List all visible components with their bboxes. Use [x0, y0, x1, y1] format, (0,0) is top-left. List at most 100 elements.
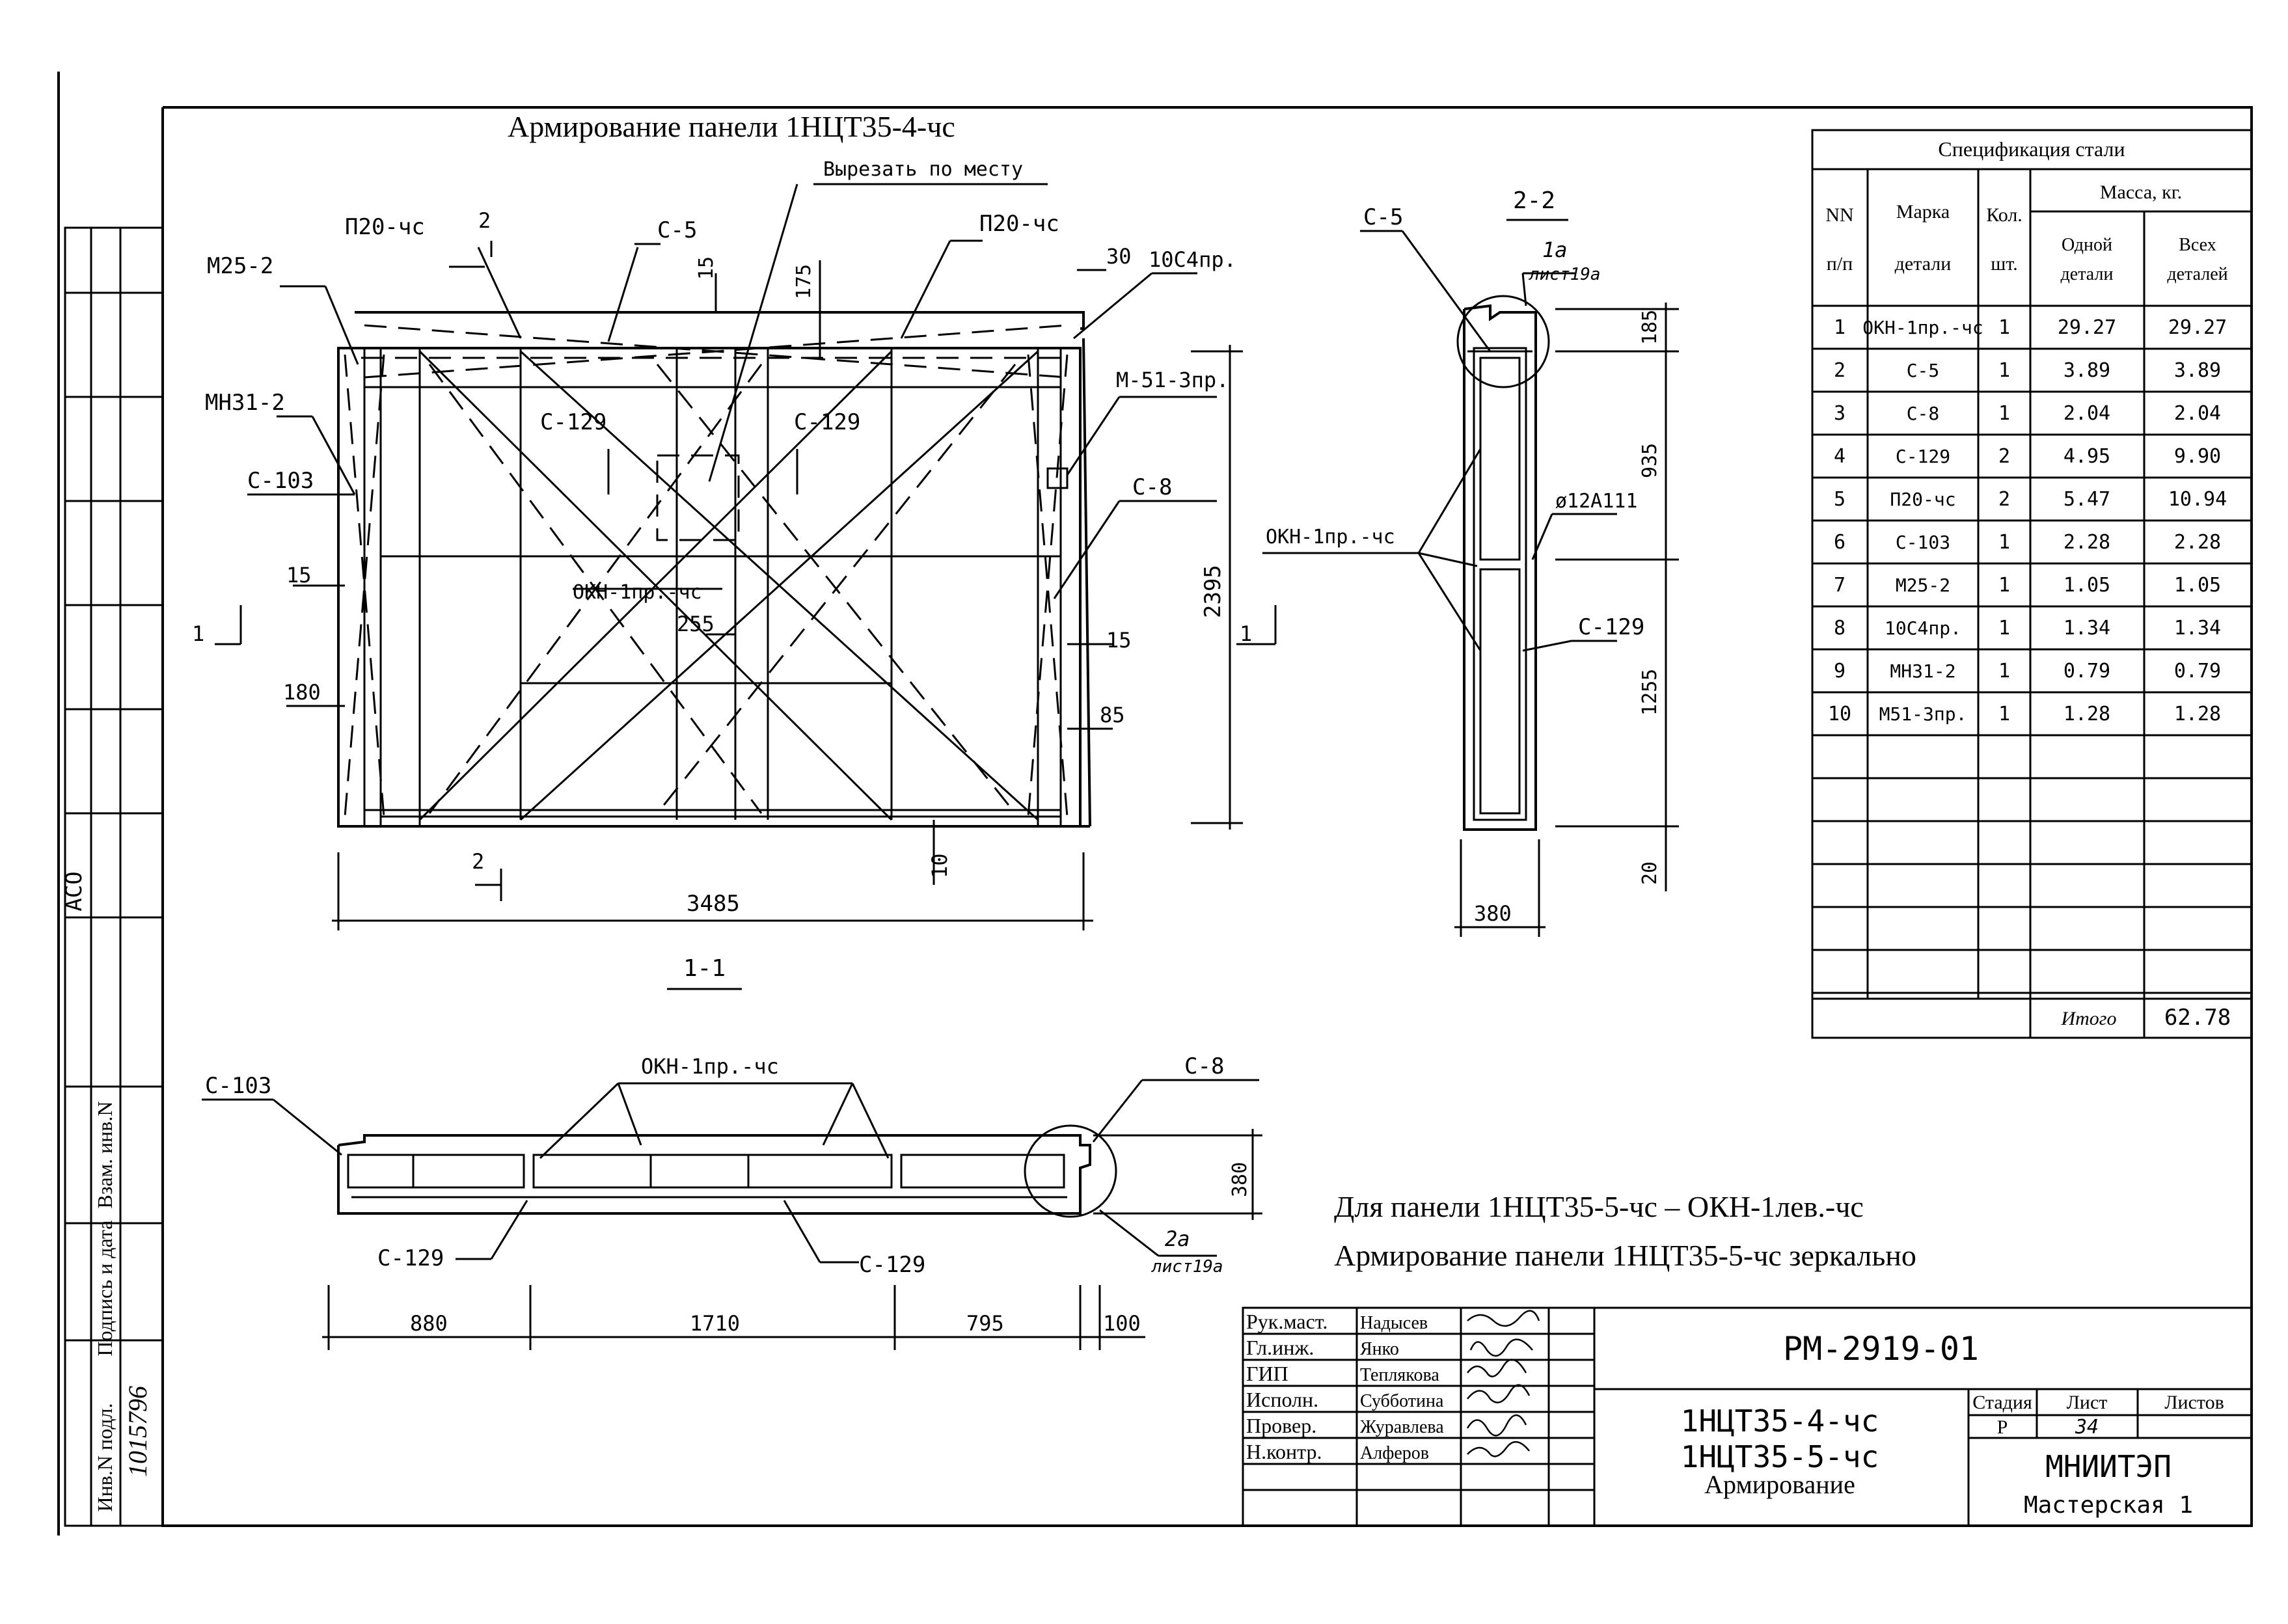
svg-text:2395: 2395 [1200, 565, 1226, 618]
spec-cell: 2 [1834, 359, 1845, 382]
svg-text:Кол.: Кол. [1986, 204, 2022, 226]
label-okn-elevation: ОКН-1пр.-чс [573, 581, 702, 604]
name-line-3: Армирование [1704, 1470, 1855, 1499]
label-s5: С-5 [657, 217, 697, 243]
svg-text:180: 180 [283, 680, 321, 705]
svg-text:3485: 3485 [687, 891, 740, 917]
spec-cell: ОКН-1пр.-чс [1862, 317, 1983, 338]
role-person: Янко [1360, 1339, 1399, 1359]
role-person: Надысев [1360, 1313, 1428, 1333]
side-stamp-replace: Взам. инв.N [93, 1102, 116, 1209]
spec-cell: 2.04 [2174, 402, 2221, 425]
svg-text:100: 100 [1103, 1311, 1141, 1336]
svg-text:880: 880 [410, 1311, 448, 1336]
spec-cell: 29.27 [2058, 316, 2116, 339]
svg-text:30: 30 [1106, 244, 1132, 269]
label-mn31: МН31-2 [205, 390, 285, 416]
spec-cell: 10.94 [2168, 488, 2227, 511]
section-2-2-labels: С-5 1а лист19а ОКН-1пр.-чс ø12А111 С-129… [1266, 204, 1661, 926]
spec-cell: 5.47 [2063, 488, 2110, 511]
sheet-frame [57, 72, 2253, 1536]
sheet-value: 34 [2075, 1416, 2099, 1439]
svg-text:деталей: деталей [2167, 264, 2227, 284]
svg-text:С-129: С-129 [377, 1245, 444, 1271]
spec-cell: 9.90 [2174, 445, 2221, 468]
role-title: Провер. [1246, 1414, 1316, 1437]
spec-cell: 0.79 [2174, 660, 2221, 683]
label-m51: М-51-3пр. [1116, 368, 1229, 392]
svg-text:10: 10 [927, 853, 952, 878]
section-1-1-labels: С-103 ОКН-1пр.-чс С-8 С-129 С-129 2а лис… [205, 1053, 1251, 1336]
spec-table [1811, 129, 2253, 1039]
svg-text:1: 1 [192, 621, 204, 646]
section-1-1-leaders [202, 1079, 1262, 1350]
spec-cell: 2.28 [2174, 531, 2221, 554]
svg-text:шт.: шт. [1991, 253, 2017, 275]
svg-text:795: 795 [966, 1311, 1004, 1336]
spec-cell: 1 [1998, 703, 2010, 725]
spec-cell: 5 [1834, 488, 1845, 511]
section-2-2-leaders [1262, 230, 1679, 937]
spec-cell: 1 [1998, 359, 2010, 382]
svg-text:лист19а: лист19а [1529, 265, 1601, 284]
label-s129-b: С-129 [794, 409, 860, 435]
spec-cell: 3 [1834, 402, 1845, 425]
spec-cell: 7 [1834, 574, 1845, 597]
spec-cell: 3.89 [2063, 359, 2110, 382]
role-person: Журавлева [1360, 1417, 1444, 1437]
svg-text:С-5: С-5 [1363, 204, 1403, 230]
svg-text:С-129: С-129 [1578, 614, 1644, 640]
label-10c4: 10С4пр. [1149, 247, 1236, 272]
spec-cell: 1 [1998, 402, 2010, 425]
spec-cell: 2 [1998, 445, 2010, 468]
spec-cell: 1 [1998, 316, 2010, 339]
section-2-2 [1456, 295, 1550, 831]
spec-cell: 4 [1834, 445, 1845, 468]
role-title: Рук.маст. [1246, 1310, 1328, 1333]
org-name: МНИИТЭП [2045, 1449, 2172, 1484]
svg-text:С-103: С-103 [205, 1073, 271, 1099]
section-1-1 [337, 1124, 1117, 1218]
elevation-leaders [247, 183, 1217, 599]
side-stamp-inv: Инв.N подл. [93, 1403, 116, 1512]
label-s129-a: С-129 [540, 409, 606, 435]
svg-text:185: 185 [1639, 310, 1661, 345]
label-s103: С-103 [247, 468, 314, 494]
title-block-signatures [1466, 1310, 1540, 1457]
spec-cell: 1.28 [2174, 703, 2221, 725]
spec-cell: 1.05 [2174, 574, 2221, 597]
section-1-1-title: 1-1 [683, 955, 726, 982]
title-block [1242, 1306, 2253, 1527]
role-person: Теплякова [1360, 1365, 1439, 1385]
svg-text:ОКН-1пр.-чс: ОКН-1пр.-чс [1266, 526, 1395, 548]
name-line-1: 1НЦТ35-4-чс [1681, 1403, 1879, 1439]
label-p20-left: П20-чс [345, 214, 425, 240]
panel-elevation [337, 311, 1091, 828]
spec-cell: 1 [1998, 660, 2010, 683]
svg-text:ОКН-1пр.-чс: ОКН-1пр.-чс [641, 1054, 779, 1079]
svg-text:С-129: С-129 [859, 1252, 925, 1278]
section-2-2-title: 2-2 [1513, 187, 1555, 214]
spec-cell: 10С4пр. [1885, 617, 1961, 639]
svg-text:1а: 1а [1542, 237, 1568, 262]
spec-cell: 4.95 [2063, 445, 2110, 468]
role-person: Субботина [1360, 1391, 1444, 1411]
svg-text:15: 15 [286, 563, 312, 588]
spec-cell: 1.34 [2174, 617, 2221, 640]
svg-text:Марка: Марка [1896, 201, 1950, 223]
spec-cell: 10 [1828, 703, 1851, 725]
spec-cell: 1 [1998, 574, 2010, 597]
svg-text:ø12А111: ø12А111 [1555, 490, 1637, 513]
svg-text:15: 15 [695, 256, 718, 280]
svg-text:Всех: Всех [2179, 235, 2216, 255]
svg-text:п/п: п/п [1827, 253, 1853, 275]
note-mirror-okn: Для панели 1НЦТ35-5-чс – ОКН-1лев.-чс [1334, 1190, 1864, 1223]
role-title: ГИП [1246, 1362, 1288, 1385]
svg-text:380: 380 [1474, 901, 1512, 926]
spec-cell: П20-чс [1890, 489, 1955, 510]
spec-cell: 8 [1834, 617, 1845, 640]
sheet-label: Лист [2067, 1392, 2108, 1413]
